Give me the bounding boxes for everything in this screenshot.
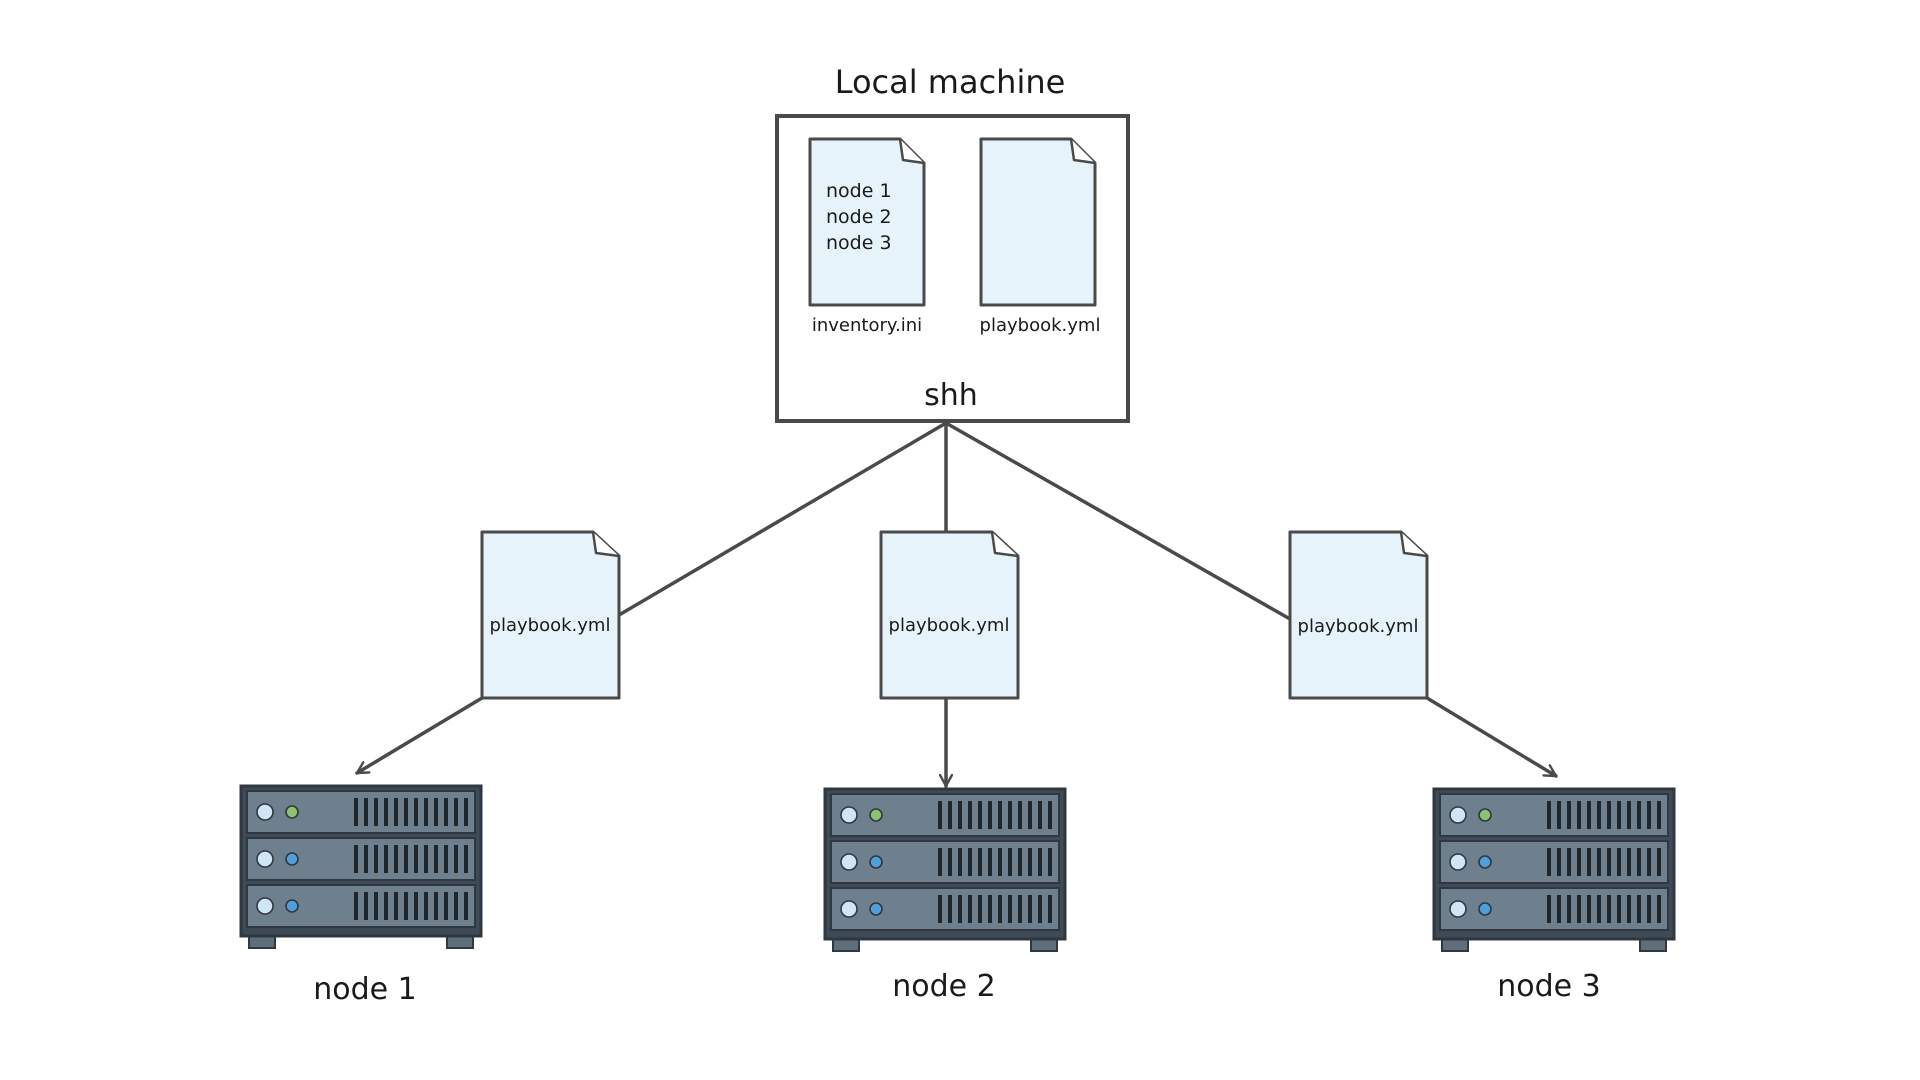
server-icon — [1432, 787, 1676, 953]
server-icon — [239, 784, 483, 950]
inventory-filename: inventory.ini — [812, 315, 922, 336]
transfer-doc-3: playbook.yml — [1288, 530, 1429, 700]
connector-line — [944, 421, 1292, 621]
inventory-file: node 1 node 2 node 3 inventory.ini — [808, 137, 926, 336]
transfer-doc-label: playbook.yml — [1298, 616, 1419, 637]
arrow-to-node-3 — [1425, 696, 1558, 778]
document-icon — [480, 530, 621, 700]
local-machine-title: Local machine — [835, 63, 1066, 101]
document-icon — [879, 530, 1020, 700]
transfer-doc-1: playbook.yml — [480, 530, 621, 700]
connector-line — [617, 421, 948, 617]
transfer-doc-label: playbook.yml — [889, 615, 1010, 636]
server-icon — [823, 787, 1067, 953]
playbook-filename: playbook.yml — [980, 315, 1101, 336]
playbook-file: playbook.yml — [979, 137, 1101, 336]
transfer-doc-2: playbook.yml — [879, 530, 1020, 700]
inventory-line: node 2 — [826, 206, 892, 228]
node-label: node 1 — [313, 972, 417, 1007]
connection-label: shh — [924, 378, 978, 413]
inventory-line: node 3 — [826, 232, 892, 254]
transfer-doc-label: playbook.yml — [490, 615, 611, 636]
node-label: node 2 — [892, 969, 996, 1004]
node-label: node 3 — [1497, 969, 1601, 1004]
inventory-line: node 1 — [826, 180, 892, 202]
document-icon — [1288, 530, 1429, 700]
document-icon — [979, 137, 1097, 307]
document-icon — [808, 137, 926, 307]
arrow-to-node-1 — [355, 696, 484, 775]
